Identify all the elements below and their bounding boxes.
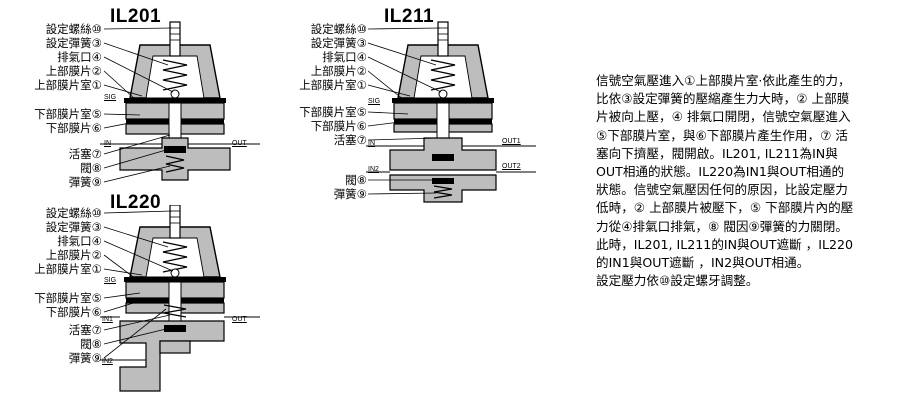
description-line: 低時，② 上部膜片被壓下，⑤ 下部膜片內的壓: [596, 200, 854, 216]
operation-description: 信號空氣壓進入①上部膜片室·依此產生的力， 比依③設定彈簧的壓縮產生力大時，② …: [596, 72, 892, 290]
il201-set-screw: [169, 21, 181, 57]
il211-label-lower-chamber: 下部膜片室⑤: [299, 105, 367, 119]
il220-label-piston: 活塞⑦: [68, 323, 102, 337]
description-line: 設定壓力依⑩設定螺牙調整。: [596, 273, 759, 289]
description-line: 塞向下擠壓，閥開啟。IL201, IL211為IN與: [596, 145, 838, 161]
il211-label-piston: 活塞⑦: [333, 133, 367, 147]
il201-label-spring: 彈簧⑨: [68, 175, 102, 189]
description-line: 此時，IL201, IL211的IN與OUT遮斷 ，IL220: [596, 236, 854, 252]
il201-label-set-screw: 設定螺絲⑩: [45, 22, 102, 36]
il201-label-valve: 閥⑧: [80, 161, 102, 175]
il211-label-set-spring: 設定彈簧③: [310, 36, 367, 50]
description-line: 片被向上壓，④ 排氣口開閉，信號空氣壓進入: [596, 109, 851, 125]
il211-port-sig: SIG: [368, 98, 381, 105]
il201-label-lower-chamber: 下部膜片室⑤: [34, 107, 102, 121]
il220-label-lower-diaphragm: 下部膜片⑥: [45, 305, 102, 319]
il201-label-lower-diaphragm: 下部膜片⑥: [45, 121, 102, 135]
il201-upper-diaphragm: [124, 98, 226, 103]
il220-label-set-screw: 設定螺絲⑩: [45, 206, 102, 220]
il220-label-set-spring: 設定彈簧③: [45, 220, 102, 234]
il211-label-valve: 閥⑧: [345, 173, 367, 187]
il220-port-out: OUT: [232, 316, 247, 323]
il220-port-in2: IN2: [102, 358, 113, 365]
il220-port-sig: SIG: [104, 277, 117, 284]
il211-valve: [432, 154, 454, 161]
il220-port-in1: IN1: [102, 316, 113, 323]
il220-valve: [164, 325, 186, 332]
il201-valve: [164, 146, 186, 153]
il201-port-out: OUT: [232, 140, 247, 147]
description-line: 力從④排氣口排氣，⑧ 閥因⑨彈簧的力關閉。: [596, 218, 848, 234]
il201-label-upper-chamber: 上部膜片室①: [34, 78, 102, 92]
il211-set-screw: [437, 21, 449, 57]
il220-set-screw: [169, 205, 181, 239]
description-line: 狀態。信號空氣壓因任何的原因，比設定壓力: [596, 182, 848, 198]
il211-port-in2: IN2: [368, 166, 379, 173]
il201-label-upper-diaphragm: 上部膜片②: [45, 64, 102, 78]
il211-valve-body-lower: [389, 174, 497, 203]
il211-cross-section: [366, 21, 536, 203]
il211-title: IL211: [384, 6, 435, 27]
il211-set-spring: [430, 59, 456, 91]
il211-label-spring: 彈簧⑨: [333, 187, 367, 201]
il220-valve-body: [119, 320, 225, 392]
il211-port-out2: OUT2: [502, 163, 521, 170]
il211-spring: [433, 185, 453, 199]
il211-port-out1: OUT1: [502, 138, 521, 145]
il201-set-spring: [162, 59, 188, 91]
description-line: 的IN1與OUT遮斷 ，IN2與OUT相通。: [596, 255, 810, 271]
il211-label-upper-chamber: 上部膜片室①: [299, 78, 367, 92]
il220-spring: [163, 304, 187, 318]
il220-cross-section: [100, 205, 260, 392]
il211-label-exhaust-port: 排氣口④: [322, 50, 367, 64]
il220-set-spring: [162, 241, 188, 273]
il201-title: IL201: [110, 6, 162, 27]
il220-title: IL220: [110, 192, 162, 213]
il211-port-in: IN: [368, 140, 375, 147]
il201-port-sig: SIG: [104, 94, 117, 101]
il201-cross-section: [100, 21, 260, 183]
il211-label-lower-diaphragm: 下部膜片⑥: [310, 119, 367, 133]
il211-upper-diaphragm: [392, 98, 494, 103]
il220-exhaust-ball: [170, 268, 180, 278]
description-line: 信號空氣壓進入①上部膜片室·依此產生的力，: [596, 73, 851, 88]
il220-label-exhaust-port: 排氣口④: [57, 234, 102, 248]
il211-label-set-screw: 設定螺絲⑩: [310, 22, 367, 36]
il220-label-upper-chamber: 上部膜片室①: [34, 262, 102, 276]
il201-label-exhaust-port: 排氣口④: [57, 50, 102, 64]
il201-port-in: IN: [104, 140, 111, 147]
il201-spring: [165, 155, 185, 173]
il211-label-upper-diaphragm: 上部膜片②: [310, 64, 367, 78]
il201-valve-body: [119, 137, 231, 181]
description-line: ⑤下部膜片室，與⑥下部膜片產生作用，⑦ 活: [596, 127, 848, 143]
description-line: 比依③設定彈簧的壓縮產生力大時，② 上部膜: [596, 91, 850, 107]
il201-label-set-spring: 設定彈簧③: [45, 36, 102, 50]
il201-piston: [168, 102, 182, 144]
il220-upper-diaphragm: [124, 277, 226, 282]
il220-label-valve: 閥⑧: [80, 337, 102, 351]
il220-label-upper-diaphragm: 上部膜片②: [45, 248, 102, 262]
description-line: OUT相通的狀態。IL220為IN1與OUT相通的: [596, 164, 845, 180]
il220-label-lower-chamber: 下部膜片室⑤: [34, 291, 102, 305]
il201-label-piston: 活塞⑦: [68, 147, 102, 161]
il220-label-spring: 彈簧⑨: [68, 351, 102, 365]
